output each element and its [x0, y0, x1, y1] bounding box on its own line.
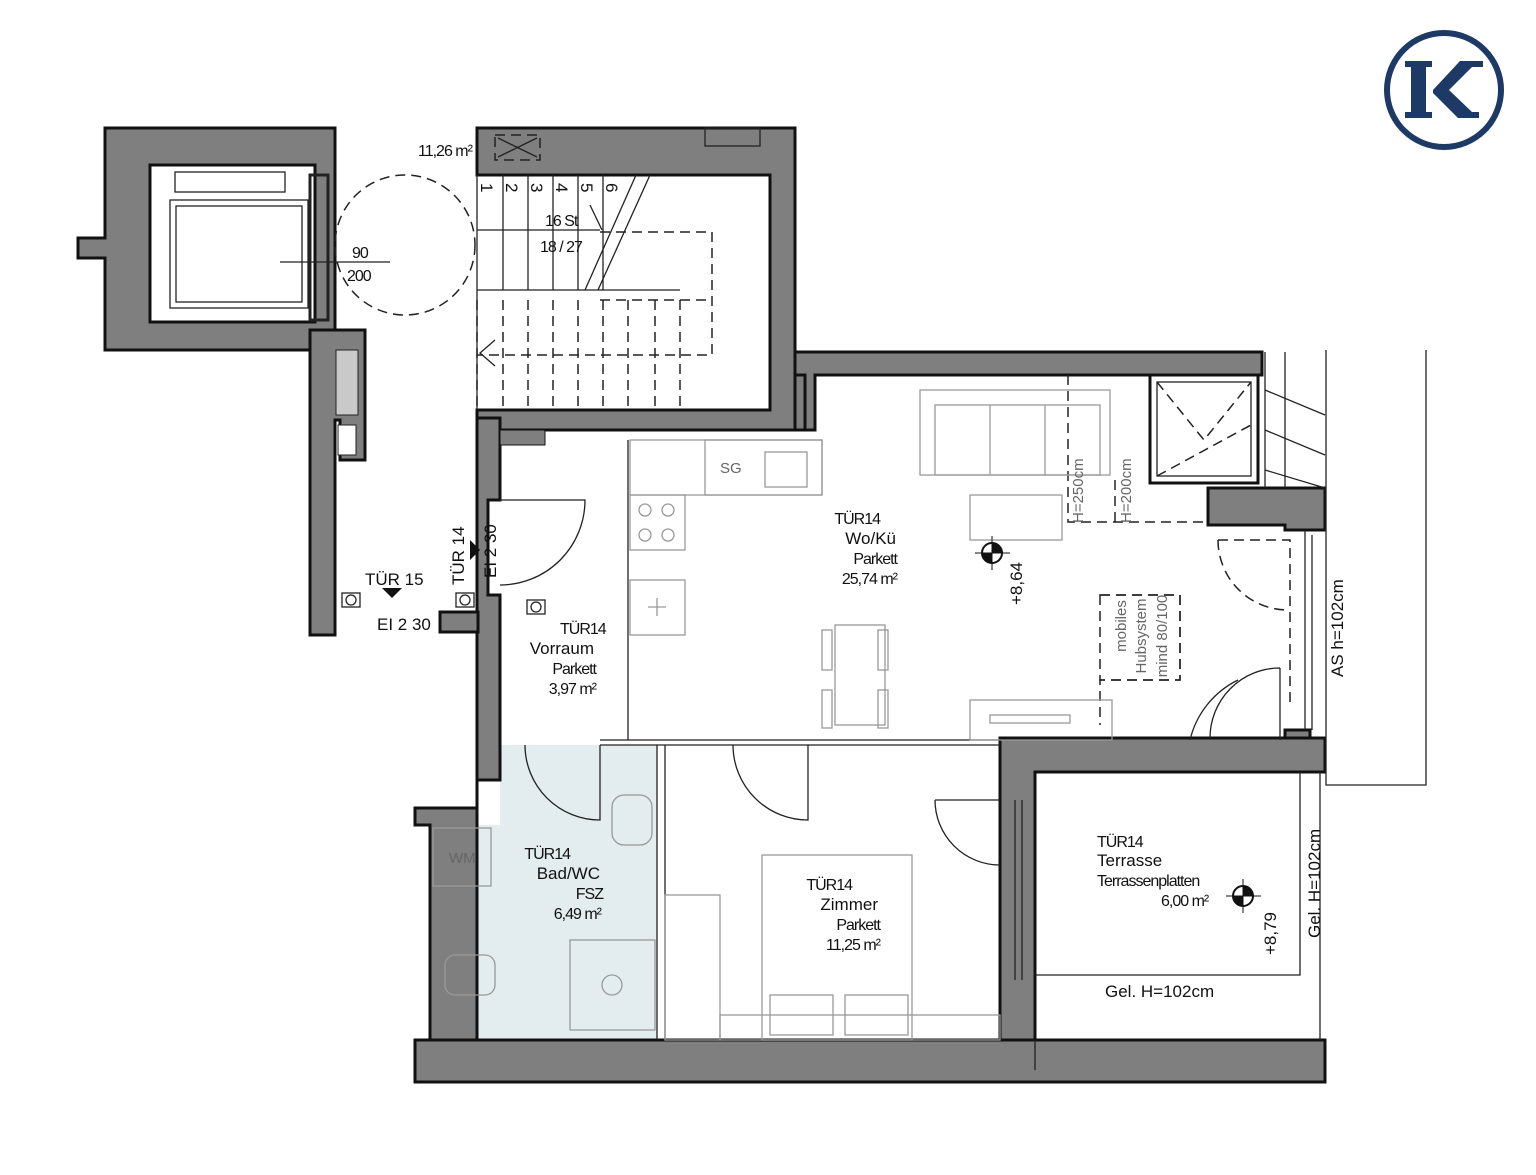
svg-text:Parkett: Parkett: [552, 661, 597, 678]
stair-area: 11,26 m²: [418, 143, 474, 160]
room-terrasse: TÜR14 Terrasse Terrassenplatten 6,00 m²: [1097, 833, 1211, 910]
svg-text:Wo/Kü: Wo/Kü: [845, 529, 896, 548]
svg-text:Terrasse: Terrasse: [1097, 851, 1162, 870]
washing-machine-label: WM: [449, 850, 476, 867]
level-marker-main: [975, 536, 1010, 570]
smoke-detectors: [341, 592, 546, 615]
room-wohnkueche: TÜR14 Wo/Kü Parkett 25,74 m²: [834, 510, 899, 588]
door-arrow-tuer14: [470, 540, 480, 560]
door-label-tuer14: TÜR 14: [449, 526, 468, 585]
svg-text:Parkett: Parkett: [853, 551, 898, 568]
step-number: 6: [602, 183, 621, 192]
elevator-shaft: [76, 126, 476, 352]
elevator-width: 90: [352, 245, 369, 262]
height-250: H=250cm: [1070, 458, 1087, 523]
room-zimmer: TÜR14 Zimmer Parkett 11,25 m²: [806, 876, 882, 954]
svg-text:TÜR14: TÜR14: [560, 620, 607, 638]
svg-text:TÜR14: TÜR14: [834, 510, 881, 528]
furniture: [432, 389, 1113, 1041]
window-sill-height: AS h=102cm: [1328, 579, 1347, 677]
door-arrow-tuer15: [382, 588, 402, 598]
svg-text:Vorraum: Vorraum: [530, 639, 594, 658]
terrace-door-swing: [1217, 539, 1291, 705]
stair-count: 16 St: [545, 213, 579, 230]
svg-text:6,49 m²: 6,49 m²: [554, 906, 603, 923]
door-label-tuer15: TÜR 15: [365, 570, 424, 589]
stair-ratio: 18 / 27: [540, 239, 583, 256]
height-200: H=200cm: [1118, 458, 1135, 523]
svg-text:6,00 m²: 6,00 m²: [1161, 893, 1210, 910]
step-number: 2: [502, 183, 521, 192]
stair-core: [475, 126, 797, 432]
svg-text:TÜR14: TÜR14: [524, 845, 571, 863]
svg-text:mobiles: mobiles: [1113, 600, 1130, 652]
company-logo: [1384, 30, 1504, 150]
svg-text:25,74 m²: 25,74 m²: [842, 571, 899, 588]
step-number: 5: [577, 183, 596, 192]
elevator-height: 200: [347, 268, 372, 285]
svg-text:3,97 m²: 3,97 m²: [549, 681, 598, 698]
lift-box: [1067, 373, 1260, 725]
svg-text:TÜR14: TÜR14: [806, 876, 853, 894]
apartment-walls: [413, 350, 1327, 1084]
corridor-walls: [308, 328, 367, 637]
room-bad-wc: TÜR14 Bad/WC FSZ 6,49 m²: [524, 845, 605, 923]
sink-label: SG: [720, 460, 742, 477]
lift-note: mobiles Hubsystem mind 80/100: [1113, 595, 1171, 678]
svg-text:Parkett: Parkett: [836, 917, 881, 934]
door-swings: [499, 499, 1281, 866]
svg-text:mind 80/100: mind 80/100: [1154, 595, 1171, 678]
door-rating-tuer15: EI 2 30: [377, 615, 431, 634]
room-vorraum: TÜR14 Vorraum Parkett 3,97 m²: [530, 620, 608, 698]
bathroom-floor: [500, 745, 657, 1040]
svg-text:11,25 m²: 11,25 m²: [826, 937, 882, 954]
svg-text:Zimmer: Zimmer: [820, 895, 878, 914]
railing-height-vertical: Gel. H=102cm: [1305, 829, 1324, 938]
railing-height-horizontal: Gel. H=102cm: [1105, 982, 1214, 1001]
level-terrace: +8,79: [1261, 912, 1280, 955]
level-marker-terrace: [1226, 879, 1261, 913]
svg-text:Terrassenplatten: Terrassenplatten: [1097, 873, 1199, 890]
level-main: +8,64: [1007, 562, 1026, 605]
stair-step-numbers: 1 2 3 4 5 6: [477, 183, 621, 192]
svg-text:Bad/WC: Bad/WC: [537, 864, 600, 883]
svg-text:TÜR14: TÜR14: [1097, 833, 1144, 851]
svg-text:FSZ: FSZ: [576, 886, 604, 903]
step-number: 3: [527, 183, 546, 192]
door-rating-tuer14: EI 2 30: [481, 524, 500, 578]
step-number: 1: [477, 183, 496, 192]
svg-text:Hubsystem: Hubsystem: [1133, 598, 1150, 673]
step-number: 4: [552, 183, 571, 192]
